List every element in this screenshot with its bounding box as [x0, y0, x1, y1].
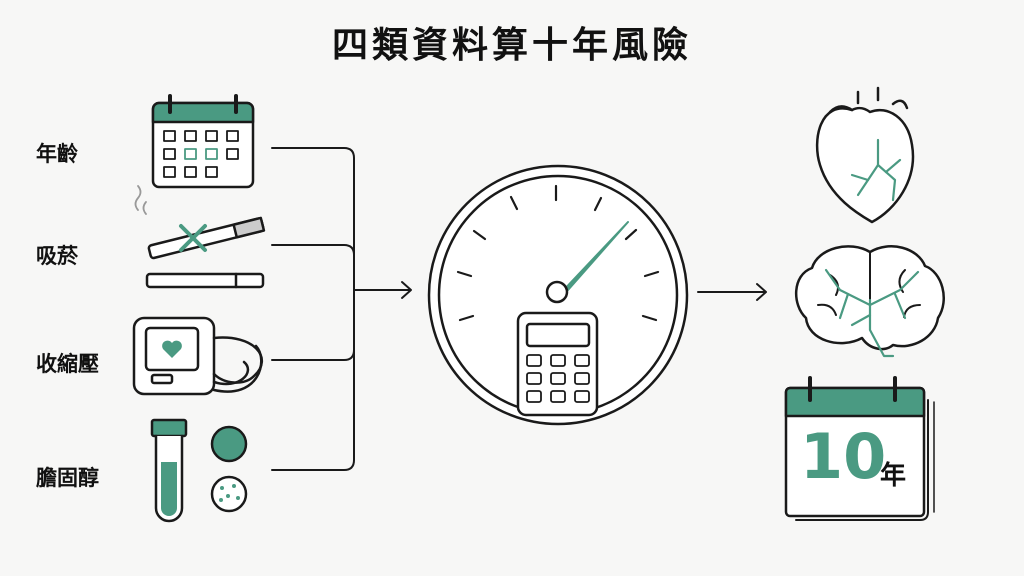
input-label-systolic-bp: 收縮壓 [36, 352, 99, 376]
output-arrow [697, 283, 767, 301]
calendar-icon [151, 94, 255, 189]
cigarette-icon [134, 185, 266, 289]
input-label-smoking: 吸菸 [36, 244, 78, 268]
ten-year-calendar-icon [784, 376, 935, 521]
risk-gauge-calculator-icon [427, 164, 689, 426]
heart-icon [815, 86, 915, 224]
period-number: 10 [800, 420, 887, 493]
cholesterol-test-tube-icon [150, 418, 248, 523]
blood-pressure-monitor-icon [132, 316, 263, 396]
brain-icon [794, 245, 945, 358]
input-label-age: 年齡 [36, 142, 78, 166]
input-label-cholesterol: 膽固醇 [36, 466, 99, 490]
period-unit: 年 [880, 461, 907, 491]
input-connector-lines [271, 147, 412, 471]
diagram-title: 四類資料算十年風險 [331, 25, 692, 66]
